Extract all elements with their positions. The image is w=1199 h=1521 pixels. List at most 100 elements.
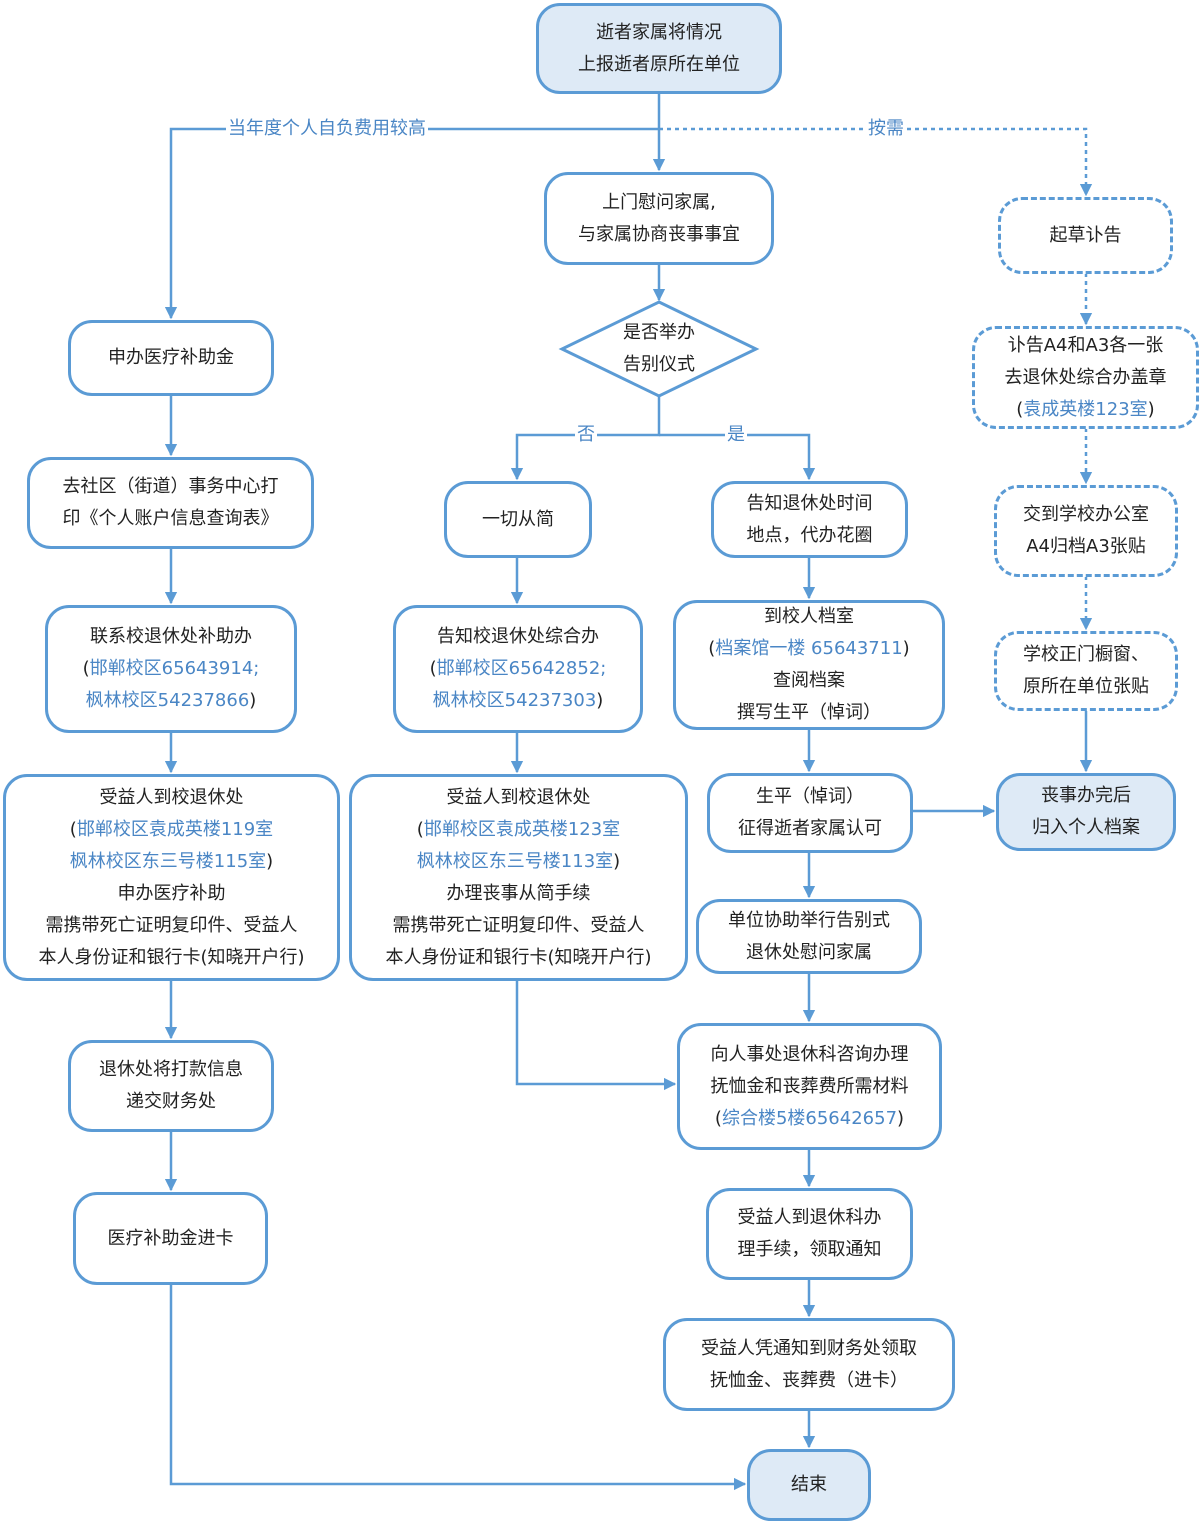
contact-info: 袁成英楼123室 <box>1023 398 1148 420</box>
node-text: 地点，代办花圈 <box>746 524 873 546</box>
node-text-line: 一切从简 <box>482 504 554 536</box>
edge-start-to-obituary <box>659 127 1093 197</box>
node-text: 告知校退休处综合办 <box>437 626 599 647</box>
node-text-line: 讣告A4和A3各一张 <box>1008 330 1164 362</box>
node-text-line: 受益人凭通知到财务处领取 <box>701 1333 917 1365</box>
node-text: 受益人凭通知到财务处领取 <box>701 1337 917 1359</box>
node-end[interactable]: 结束 <box>747 1449 871 1521</box>
node-text-line: 申办医疗补助金 <box>108 342 234 374</box>
node-contact-subsidy[interactable]: 联系校退休处补助办(邯郸校区65643914;枫林校区54237866) <box>45 605 297 733</box>
node-text-line: (档案馆一楼 65643711) <box>708 633 909 665</box>
node-text: 受益人到校退休处 <box>446 786 591 808</box>
node-text-line: (邯郸校区65643914; <box>83 653 260 685</box>
node-text-line: 归入个人档案 <box>1032 812 1140 844</box>
node-text: 需携带死亡证明复印件、受益人 <box>392 914 645 936</box>
node-post-notice[interactable]: 学校正门橱窗、原所在单位张贴 <box>994 631 1178 711</box>
node-text: 结束 <box>791 1474 827 1495</box>
node-text: 到校人档室 <box>764 606 854 627</box>
node-text: 退休处将打款信息 <box>99 1059 243 1080</box>
node-text-line: (邯郸校区袁成英楼123室 <box>417 814 620 846</box>
node-text-line: 申办医疗补助 <box>118 878 226 910</box>
node-archive-after[interactable]: 丧事办完后归入个人档案 <box>996 773 1176 851</box>
node-eulogy-approval[interactable]: 生平（悼词）征得逝者家属认可 <box>707 773 913 853</box>
node-text-line: 抚恤金、丧葬费（进卡） <box>710 1365 908 1397</box>
node-text: 讣告A4和A3各一张 <box>1007 334 1164 356</box>
node-text-line: 枫林校区54237303) <box>433 685 604 717</box>
node-beneficiary-medical[interactable]: 受益人到校退休处 (邯郸校区袁成英楼119室枫林校区东三号楼115室)申办医疗补助… <box>3 774 340 981</box>
edge-decision-yes <box>659 433 816 481</box>
node-beneficiary-notice[interactable]: 受益人到退休科办理手续，领取通知 <box>706 1188 913 1280</box>
node-text-line: 告知退休处时间 <box>747 488 873 520</box>
node-collect-pension[interactable]: 受益人凭通知到财务处领取抚恤金、丧葬费（进卡） <box>663 1318 955 1411</box>
node-archives[interactable]: 到校人档室(档案馆一楼 65643711)查阅档案撰写生平（悼词） <box>673 600 945 730</box>
node-text-line: 单位协助举行告别式 <box>728 905 890 937</box>
node-text: 向人事处退休科咨询办理 <box>710 1043 909 1065</box>
node-text-line: 撰写生平（悼词） <box>737 697 881 729</box>
node-text-line: 本人身份证和银行卡(知晓开户行) <box>385 942 651 974</box>
contact-info: 枫林校区东三号楼115室 <box>69 850 267 872</box>
node-beneficiary-simple[interactable]: 受益人到校退休处(邯郸校区袁成英楼123室枫林校区东三号楼113室)办理丧事从简… <box>349 774 688 981</box>
node-visit-family[interactable]: 上门慰问家属, 与家属协商丧事事宜 <box>544 172 774 265</box>
node-text-line: 办理丧事从简手续 <box>447 878 591 910</box>
node-text: 逝者家属将情况 <box>596 21 722 43</box>
node-text: 受益人到校退休处 <box>99 786 244 808</box>
node-simple[interactable]: 一切从简 <box>444 481 592 558</box>
node-text-line: 起草讣告 <box>1050 220 1122 252</box>
node-text-line: 理手续，领取通知 <box>738 1234 882 1266</box>
node-text-line: 生平（悼词） <box>756 781 864 813</box>
node-text: 单位协助举行告别式 <box>728 909 890 931</box>
node-text-line: 到校人档室 <box>764 601 854 633</box>
paren-close: ) <box>902 638 910 659</box>
node-text: 一切从简 <box>482 508 554 530</box>
edge-label-as-needed: 按需 <box>866 118 906 139</box>
node-start[interactable]: 逝者家属将情况上报逝者原所在单位 <box>536 3 782 94</box>
node-text: 联系校退休处补助办 <box>90 626 252 647</box>
node-text-line: 上报逝者原所在单位 <box>578 49 740 81</box>
node-text: 去退休处综合办盖章 <box>1004 366 1167 388</box>
node-text-line: 结束 <box>791 1469 827 1501</box>
node-notify-time-place[interactable]: 告知退休处时间地点，代办花圈 <box>711 481 908 558</box>
node-text-line: 联系校退休处补助办 <box>90 621 252 653</box>
node-text-line: 征得逝者家属认可 <box>738 813 882 845</box>
node-medical-to-card[interactable]: 医疗补助金进卡 <box>73 1192 268 1285</box>
node-text-line: (邯郸校区袁成英楼119室 <box>70 814 273 846</box>
node-text: 需携带死亡证明复印件、受益人 <box>45 914 298 936</box>
node-text: 递交财务处 <box>126 1091 216 1112</box>
decision-ceremony-text: 是否举办告别仪式 <box>600 317 718 381</box>
node-notify-office[interactable]: 告知校退休处综合办(邯郸校区65642852;枫林校区54237303) <box>393 605 643 733</box>
node-farewell[interactable]: 单位协助举行告别式退休处慰问家属 <box>696 899 922 974</box>
node-text: 与家属协商丧事事宜 <box>578 223 740 245</box>
contact-info: 邯郸校区65642852; <box>436 658 607 679</box>
node-obituary-print[interactable]: 讣告A4和A3各一张去退休处综合办盖章(袁成英楼123室) <box>972 326 1199 429</box>
node-text: 归入个人档案 <box>1032 817 1140 838</box>
node-consult-hr[interactable]: 向人事处退休科咨询办理抚恤金和丧葬费所需材料(综合楼5楼65642657) <box>677 1023 942 1150</box>
node-text-line: 查阅档案 <box>773 665 845 697</box>
node-text-line: 抚恤金和丧葬费所需材料 <box>711 1071 909 1103</box>
node-text-line: 需携带死亡证明复印件、受益人 <box>46 910 298 942</box>
node-text-line: 上门慰问家属, <box>602 187 716 219</box>
node-text: 受益人到退休科办 <box>737 1207 882 1228</box>
contact-info: 邯郸校区袁成英楼119室 <box>76 818 274 840</box>
paren-close: ) <box>613 850 621 872</box>
node-text-line: 去退休处综合办盖章 <box>1005 362 1167 394</box>
decision-diamond <box>558 300 760 398</box>
node-text-line: 医疗补助金进卡 <box>108 1223 234 1255</box>
contact-info: 档案馆一楼 65643711 <box>715 638 903 659</box>
node-text-line: 地点，代办花圈 <box>747 520 873 552</box>
node-text-line: 本人身份证和银行卡(知晓开户行) <box>38 942 304 974</box>
edge-start-to-medical <box>164 127 659 320</box>
node-text-line: 丧事办完后 <box>1041 780 1131 812</box>
edge-label-yes: 是 <box>725 424 747 445</box>
node-text: 本人身份证和银行卡(知晓开户行) <box>38 946 305 968</box>
edge-label-high-cost: 当年度个人自负费用较高 <box>226 118 428 139</box>
node-submit-finance[interactable]: 退休处将打款信息递交财务处 <box>68 1040 274 1132</box>
node-apply-medical[interactable]: 申办医疗补助金 <box>68 320 274 396</box>
paren-open: ( <box>708 638 716 659</box>
node-text-line: 去社区（街道）事务中心打 <box>63 471 279 503</box>
node-print-account[interactable]: 去社区（街道）事务中心打印《个人账户信息查询表》 <box>27 457 314 549</box>
paren-open: ( <box>1016 398 1024 420</box>
node-text-line: 枫林校区东三号楼115室) <box>70 846 273 878</box>
node-text: 申办医疗补助金 <box>108 347 234 368</box>
node-draft-obituary[interactable]: 起草讣告 <box>998 197 1173 274</box>
